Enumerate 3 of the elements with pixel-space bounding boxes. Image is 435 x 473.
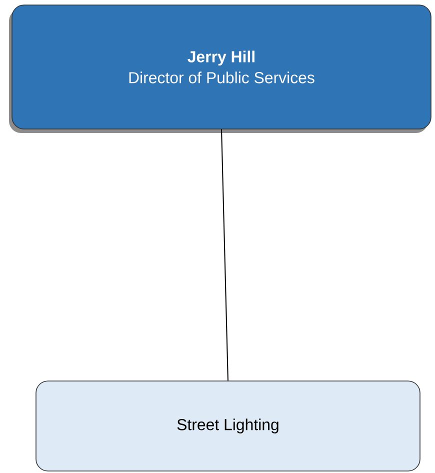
director-box: Jerry Hill Director of Public Services	[9, 4, 432, 133]
connector-line	[221, 128, 228, 382]
unit-box: Street Lighting	[36, 380, 420, 472]
